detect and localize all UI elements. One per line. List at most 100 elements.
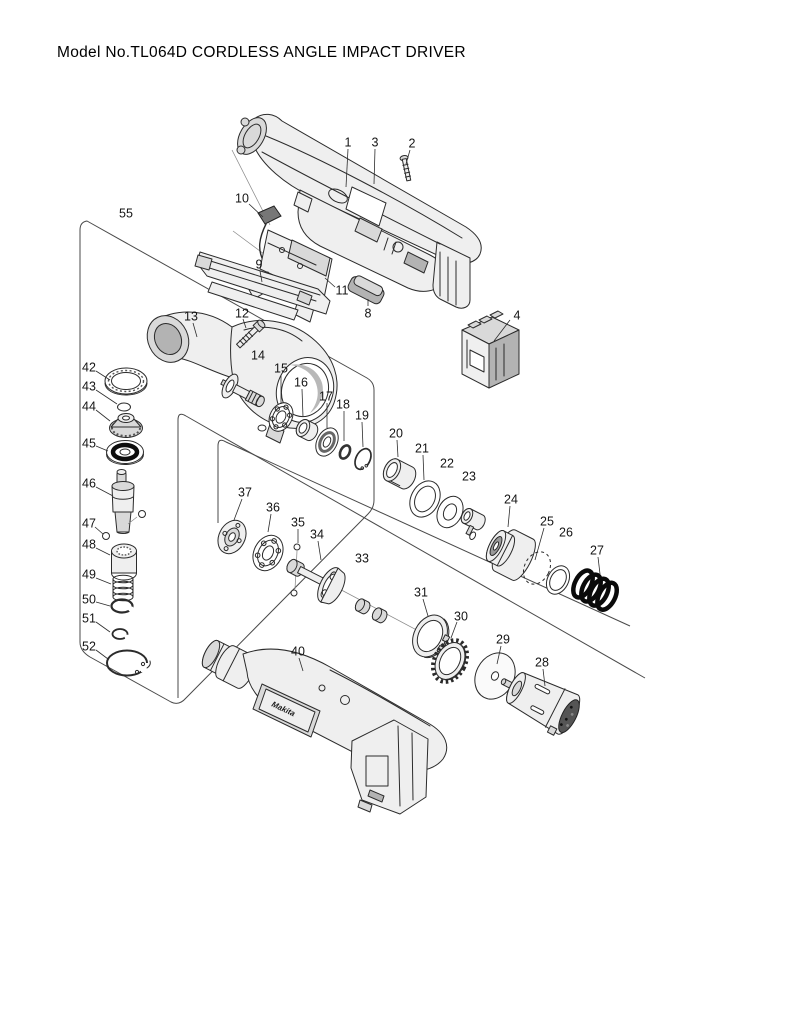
part-25-washer-dashed <box>518 547 556 589</box>
part-18-washer <box>338 444 352 461</box>
region-lower-outline <box>178 414 645 698</box>
part-14-bevel-gear-shaft <box>216 370 269 414</box>
leader-line-4 <box>494 320 510 341</box>
leader-line-44 <box>96 410 110 421</box>
leader-line-51 <box>96 622 110 632</box>
part-29-baffle-disc <box>467 646 523 706</box>
part-47-steel-ball <box>103 533 110 540</box>
part-label-25: 25 <box>540 515 554 529</box>
region-55-outline <box>80 221 374 703</box>
part-label-48: 48 <box>82 538 96 552</box>
part-23-cam-shaft <box>454 507 488 542</box>
leader-line-27 <box>598 557 600 574</box>
part-31-ring-gear-flange <box>406 609 456 664</box>
part-label-30: 30 <box>454 610 468 624</box>
leader-lines <box>95 149 600 686</box>
part-label-4: 4 <box>514 309 521 323</box>
part-label-17: 17 <box>319 390 333 404</box>
leader-line-48 <box>96 548 110 555</box>
part-label-31: 31 <box>414 586 428 600</box>
leader-line-29 <box>497 646 501 664</box>
part-label-14: 14 <box>251 349 265 363</box>
part-label-33: 33 <box>355 552 369 566</box>
leader-line-43 <box>96 390 117 404</box>
part-label-49: 49 <box>82 568 96 582</box>
part-50-wave-washer <box>112 600 134 613</box>
part-label-16: 16 <box>294 376 308 390</box>
part-label-55: 55 <box>119 207 133 221</box>
part-label-11: 11 <box>336 284 349 298</box>
part-43-ring <box>118 403 131 411</box>
leader-line-52 <box>96 650 108 659</box>
leader-line-16 <box>302 389 303 417</box>
part-9-slide-bar <box>195 252 330 320</box>
leader-line-25 <box>535 528 544 560</box>
leader-line-19 <box>362 422 363 447</box>
leader-line-50 <box>96 602 110 606</box>
part-label-51: 51 <box>82 612 96 626</box>
part-51-ring <box>113 629 130 639</box>
leader-line-47 <box>95 527 103 534</box>
leader-line-28 <box>543 669 545 686</box>
leader-line-24 <box>508 506 510 527</box>
region-inner-outline <box>218 440 630 626</box>
part-label-21: 21 <box>415 442 429 456</box>
part-8-switch-button <box>346 273 386 305</box>
leader-line-12 <box>243 319 246 328</box>
part-label-12: 12 <box>235 307 249 321</box>
part-19-snap-ring <box>352 446 375 472</box>
leader-line-46 <box>96 487 113 496</box>
part-label-20: 20 <box>389 427 403 441</box>
leader-line-31 <box>423 599 428 616</box>
part-label-2: 2 <box>409 137 416 151</box>
part-label-15: 15 <box>274 362 288 376</box>
part-label-43: 43 <box>82 380 96 394</box>
part-4-terminal-block <box>462 311 519 388</box>
leader-line-1 <box>346 149 348 187</box>
part-27-spring <box>569 567 620 612</box>
part-26-ring <box>542 562 574 598</box>
part-44-bevel-gear <box>110 414 143 438</box>
part-20-sleeve <box>380 456 419 492</box>
part-label-44: 44 <box>82 400 96 414</box>
part-45-bearing-sealed <box>107 441 144 465</box>
part-label-22: 22 <box>440 457 454 471</box>
part-17-bearing <box>311 424 342 460</box>
part-37-cam-washer <box>212 516 251 559</box>
part-24-hammer <box>480 523 541 584</box>
leader-line-11 <box>325 278 335 287</box>
part-label-35: 35 <box>291 516 305 530</box>
part-52-snap-ring <box>107 651 153 676</box>
leader-line-9 <box>260 271 262 282</box>
part-label-3: 3 <box>372 136 379 150</box>
part-label-23: 23 <box>462 470 476 484</box>
part-21-ring <box>404 476 446 523</box>
leader-line-10 <box>249 204 263 217</box>
part-22-washer <box>432 492 468 532</box>
part-48-sleeve <box>112 544 137 580</box>
leader-line-37 <box>234 499 242 520</box>
part-3-name-plate <box>346 187 386 226</box>
part-label-24: 24 <box>504 493 518 507</box>
leader-line-36 <box>268 514 271 532</box>
part-42-retainer-ring <box>105 368 147 395</box>
part-label-42: 42 <box>82 361 96 375</box>
part-label-10: 10 <box>235 192 249 206</box>
part-1-upper-housing <box>232 113 482 308</box>
part-label-47: 47 <box>82 517 96 531</box>
part-label-18: 18 <box>336 398 350 412</box>
part-label-40: 40 <box>291 645 305 659</box>
part-28-motor <box>490 661 585 741</box>
part-label-45: 45 <box>82 437 96 451</box>
leader-line-34 <box>318 541 321 560</box>
leader-line-49 <box>96 578 111 584</box>
part-label-27: 27 <box>590 544 604 558</box>
part-label-52: 52 <box>82 640 96 654</box>
part-label-50: 50 <box>82 593 96 607</box>
leader-line-3 <box>374 149 375 184</box>
leader-line-42 <box>96 371 110 380</box>
leader-line-13 <box>193 323 197 337</box>
part-label-13: 13 <box>184 310 198 324</box>
